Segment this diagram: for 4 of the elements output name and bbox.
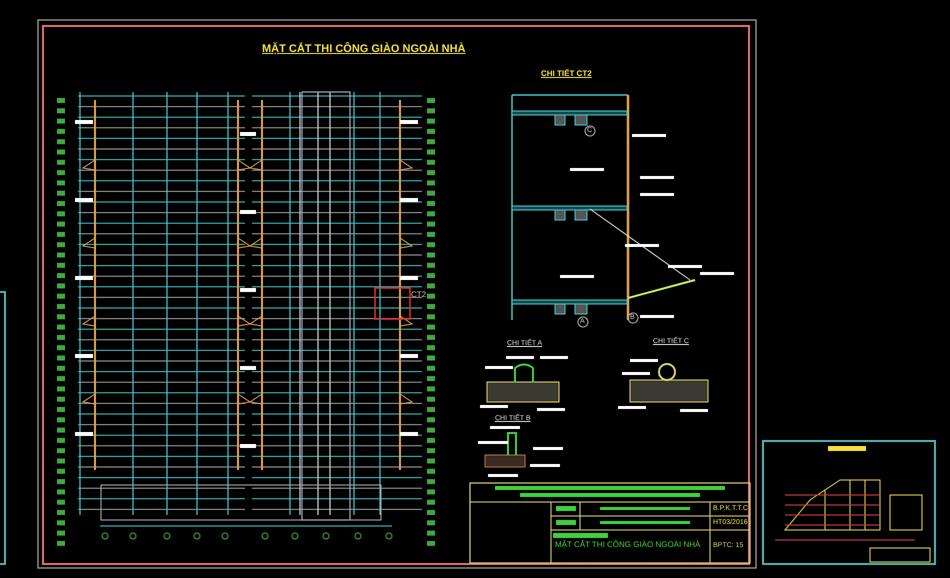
detail-title: CHI TIẾT CT2: [541, 70, 592, 78]
title-block-text: MẶT CẮT THI CÔNG GIÀO NGOÀI NHÀ: [555, 541, 700, 549]
drawing-title: MẶT CẮT THI CÔNG GIÀO NGOÀI NHÀ: [262, 44, 466, 55]
section-mark: CT2: [411, 291, 426, 299]
